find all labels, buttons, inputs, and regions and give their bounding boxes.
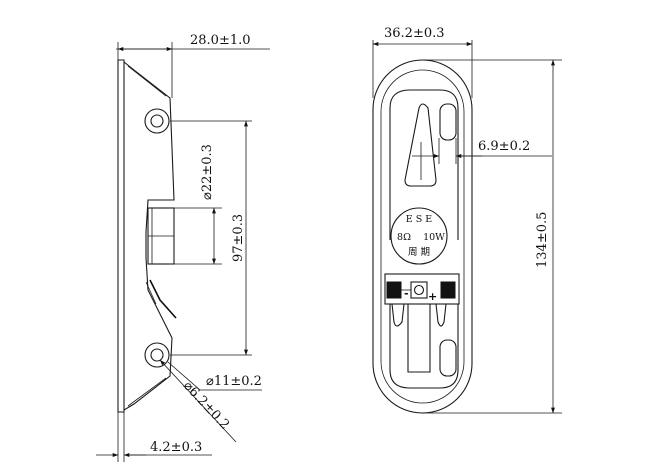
label-power: 10W xyxy=(423,232,445,243)
dim-depth: 28.0±1.0 xyxy=(190,33,251,48)
dim-width: 36.2±0.3 xyxy=(384,26,445,41)
dim-cone-diameter: ⌀22±0.3 xyxy=(200,144,215,200)
dim-flange: 4.2±0.3 xyxy=(150,440,202,455)
front-lower-bracket xyxy=(389,304,459,389)
terminal-negative: - xyxy=(404,287,409,300)
side-lead-wire xyxy=(149,279,177,319)
front-view: E S E 8Ω 10W 周 期 - + 36.2±0.3 xyxy=(372,26,562,414)
side-mounting-hole-bottom xyxy=(144,342,170,368)
terminal-positive: + xyxy=(428,290,437,303)
dim-length: 134±0.5 xyxy=(535,212,550,268)
label-ohm: 8Ω xyxy=(397,232,411,243)
dim-terminal-offset: 6.9±0.2 xyxy=(478,139,530,154)
label-brand: E S E xyxy=(406,214,432,225)
front-label-disc: E S E 8Ω 10W 周 期 xyxy=(390,207,448,265)
side-mounting-hole-top xyxy=(144,108,170,134)
front-upper-bracket xyxy=(389,89,459,240)
dim-hole-spacing: 97±0.3 xyxy=(231,214,246,262)
side-body-outline xyxy=(123,61,175,411)
side-flange xyxy=(117,59,125,413)
front-terminal-block: - + xyxy=(384,273,460,305)
side-view: 28.0±1.0 ⌀22±0.3 97±0.3 ⌀11±0.2 ⌀6.2±0.2… xyxy=(96,33,270,462)
dim-hole-outer: ⌀11±0.2 xyxy=(206,374,262,389)
label-date: 周 期 xyxy=(408,247,430,258)
